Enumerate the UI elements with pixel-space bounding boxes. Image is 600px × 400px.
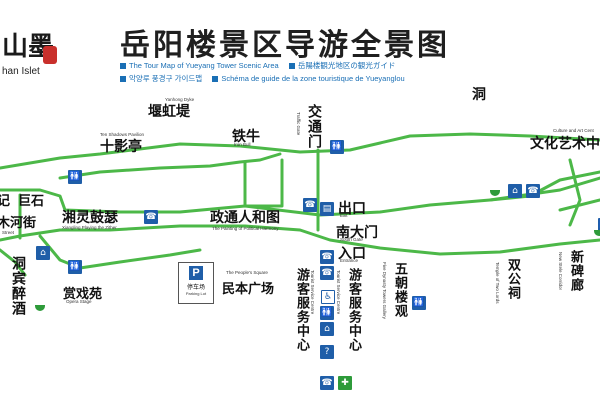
shop-icon: ⌂ (36, 246, 50, 260)
label-wenhua: 文化艺术中 (530, 136, 600, 152)
label-shuanggong: 双公祠 (505, 258, 520, 300)
label-jiaotongmen: 交通门 (306, 104, 322, 149)
label-yanhongdi: 堰虹堤 (148, 104, 190, 120)
label-tieniu-en: Iron Bull (234, 142, 251, 147)
label-chukou: 出口 (338, 201, 366, 217)
red-seal-icon (43, 46, 57, 64)
label-zhengtong: 政通人和图 (210, 210, 280, 226)
label-visitor-center-left: 游客服务中心 (294, 268, 309, 352)
logo-subtitle: han Islet (2, 66, 40, 77)
restroom-icon: 🚻 (68, 170, 82, 184)
label-wuchao: 五朝楼观 (392, 262, 407, 318)
label-wenhua-en: Culture and Art Cent (553, 128, 594, 133)
label-visitor-center-left-en: Tourist Service Centre (310, 270, 315, 315)
drinking-water-icon (490, 190, 500, 196)
restroom-icon: 🚻 (412, 296, 426, 310)
label-nandamen-en: South Gate (340, 237, 363, 242)
shop-icon: ⌂ (320, 322, 334, 336)
label-xinbeilang: 新碑廊 (568, 250, 583, 292)
blue-square-icon (288, 62, 295, 69)
label-hejie: 木河街 (0, 216, 37, 231)
label-jushi: 巨石 (18, 194, 45, 209)
telephone-icon: ☎ (303, 198, 317, 212)
telephone-icon: ☎ (320, 376, 334, 390)
first-aid-icon: ✚ (338, 376, 352, 390)
restroom-icon: 🚻 (330, 140, 344, 154)
label-minben-en: The People's Square (226, 270, 268, 275)
telephone-icon: ☎ (144, 210, 158, 224)
shop-icon: ⌂ (508, 184, 522, 198)
label-minben: 民本广场 (222, 282, 275, 297)
blue-square-icon (120, 62, 126, 69)
telephone-icon: ☎ (320, 266, 334, 280)
blue-square-icon (212, 75, 219, 82)
restroom-icon: 🚻 (68, 260, 82, 274)
telephone-icon: ☎ (320, 250, 334, 264)
path-top-loop (0, 132, 600, 170)
parking-lot: P 停车场 Parking Lot (178, 262, 214, 304)
path-upper-middle (58, 152, 282, 180)
label-dong: 洞 (472, 87, 486, 103)
label-chukou-en: Exit (340, 213, 348, 218)
label-nandamen: 南大门 (336, 225, 378, 241)
path-right-branch-2 (558, 198, 600, 212)
label-visitor-center-right: 游客服务中心 (346, 268, 361, 352)
label-hejie-en: Street (2, 230, 15, 235)
subtitle-line-2: 악양루 풍경구 가이드맵 Schéma de guide de la zone … (120, 73, 405, 84)
label-jiaotongmen-en: Traffic Gate (296, 112, 301, 136)
accessibility-icon: ♿ (321, 290, 335, 304)
info-question-icon: ? (320, 345, 334, 359)
label-wuchao-en: Five Dynasty Towers Gallery (382, 262, 387, 319)
label-xiyuan: 赏戏苑 (63, 287, 103, 302)
subtitle-line-1: The Tour Map of Yueyang Tower Scenic Are… (120, 60, 395, 71)
path-center-loop (243, 158, 284, 208)
label-xinbeilang-en: New Stele Corridor (558, 252, 563, 291)
restroom-icon: 🚻 (320, 306, 334, 320)
drinking-water-icon (35, 305, 45, 311)
label-visitor-center-right-en: Tourist Service Centre (336, 270, 341, 315)
label-xiyuan-en: Opera Stage (66, 299, 92, 304)
label-yanhongdi-en: Yanhong Dyke (165, 97, 195, 102)
label-jiji: 记 (0, 194, 11, 209)
path-left-branch (38, 234, 202, 270)
label-rukou-en: Entrance (340, 258, 359, 263)
drinking-water-icon (594, 230, 600, 236)
parking-label-en: Parking Lot (185, 291, 207, 296)
path-right-branch (488, 170, 600, 202)
label-xiangling-en: Xiangling Playing the Zither (62, 225, 117, 230)
label-shiyingting-en: Ten Shadows Pavilion (100, 132, 145, 137)
path-lower-line (0, 224, 600, 256)
path-left-curve (0, 248, 27, 277)
parking-icon: P (189, 266, 203, 280)
ticket-icon: ▤ (320, 202, 334, 216)
telephone-icon: ☎ (526, 184, 540, 198)
label-shiyingting: 十影亭 (100, 139, 142, 155)
path-right-vertical (568, 158, 582, 227)
label-shuanggong-en: Temple of Two Lords (495, 262, 500, 304)
label-rukou: 入口 (338, 246, 366, 262)
blue-square-icon (120, 75, 126, 82)
label-zhengtong-en: The Painting of Political Harmony (212, 226, 279, 231)
label-dongbin: 洞宾醉酒 (10, 256, 26, 316)
page-title: 岳阳楼景区导游全景图 (120, 28, 450, 63)
label-tieniu: 铁牛 (232, 129, 260, 145)
parking-label: 停车场 (186, 284, 205, 291)
label-xiangling: 湘灵鼓瑟 (62, 210, 118, 226)
